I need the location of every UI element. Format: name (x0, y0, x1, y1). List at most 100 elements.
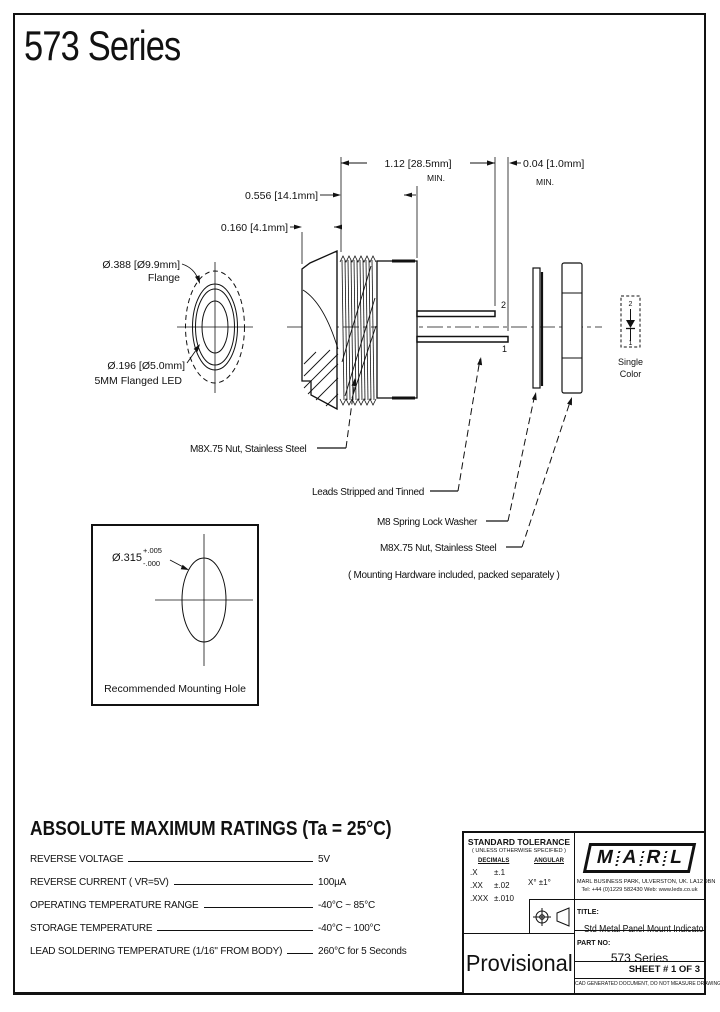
tolerance-row: .XXX ±.010 (464, 894, 574, 903)
pin-1-label: 1 (502, 344, 507, 354)
mounting-hole-caption: Recommended Mounting Hole (104, 683, 246, 695)
dim-lead-tip-qualifier: MIN. (536, 177, 554, 187)
spring-lock-washer (532, 267, 544, 389)
rating-value: 5V (318, 854, 330, 865)
schematic-label-line2: Color (620, 369, 642, 379)
rating-value: -40°C ~ 85°C (318, 900, 376, 911)
logo-separator (615, 850, 621, 866)
ratings-heading: ABSOLUTE MAXIMUM RATINGS (Ta = 25°C) (30, 818, 392, 840)
side-view (287, 249, 602, 411)
wiring-schematic (620, 295, 641, 348)
dim-body-length: 0.556 [14.1mm] (245, 190, 318, 202)
rating-value: -40°C ~ 100°C (318, 923, 381, 934)
tolerance-col-angular: ANGULAR (534, 858, 564, 864)
dim-flange-note: Flange (148, 272, 180, 284)
tolerance-col-decimals: DECIMALS (478, 858, 510, 864)
tolerance-heading: STANDARD TOLERANCE (467, 837, 571, 847)
title-block: STANDARD TOLERANCE ( UNLESS OTHERWISE SP… (462, 831, 720, 995)
rating-label: LEAD SOLDERING TEMPERATURE (1/16" FROM B… (30, 946, 283, 957)
rating-value: 100µA (318, 877, 347, 888)
callout-rear-nut: M8X.75 Nut, Stainless Steel (380, 543, 496, 554)
dim-led-diameter: Ø.196 [Ø5.0mm] (107, 360, 185, 372)
front-view (177, 262, 253, 393)
section-hatch (303, 349, 339, 407)
led-diode-symbol (626, 320, 635, 328)
callout-washer: M8 Spring Lock Washer (377, 517, 478, 528)
tolerance-angular-row: X° ±1° (528, 878, 551, 887)
dim-led-note: 5MM Flanged LED (94, 375, 182, 387)
lead-1 (416, 335, 509, 343)
rating-row: REVERSE VOLTAGE 5V (30, 854, 456, 877)
logo-letter: R (644, 847, 663, 868)
part-number: 573 Series (610, 951, 669, 965)
callout-front-nut: M8X.75 Nut, Stainless Steel (190, 444, 306, 455)
part-number-label: PART NO: (577, 940, 611, 947)
rating-label: REVERSE VOLTAGE (30, 854, 124, 865)
title-row: TITLE: Std Metal Panel Mount Indicator (575, 899, 706, 935)
tolerance-row: .X ±.1 (464, 868, 574, 877)
callout-leads: Leads Stripped and Tinned (312, 487, 424, 498)
tolerance-row: .XX ±.02 (464, 881, 574, 890)
leader-line (287, 953, 313, 954)
schematic-pin1: 1 (629, 340, 633, 347)
schematic-pin2: 2 (629, 301, 633, 308)
tolerance-decimal: .XX (470, 881, 483, 890)
projection-symbol-cell (529, 899, 574, 933)
logo-letter: L (668, 847, 685, 868)
rating-label: STORAGE TEMPERATURE (30, 923, 153, 934)
pin-2-label: 2 (501, 300, 506, 310)
tolerance-subheading: ( UNLESS OTHERWISE SPECIFIED ) (471, 848, 567, 854)
provisional-stamp: Provisional (464, 934, 575, 993)
dim-flange-diameter: Ø.388 [Ø9.9mm] (102, 259, 180, 271)
rating-label: OPERATING TEMPERATURE RANGE (30, 900, 199, 911)
dim-lead-length-qualifier: MIN. (427, 173, 445, 183)
tolerance-value: ±.1 (494, 868, 506, 877)
page-border (13, 13, 706, 995)
sheet-number: SHEET # 1 OF 3 (575, 961, 704, 978)
callout-leaders (317, 357, 572, 548)
mounting-hole-tol-minus: -.000 (143, 559, 160, 568)
tolerance-value: ±.010 (494, 894, 514, 903)
logo-separator (639, 850, 645, 866)
rating-row: OPERATING TEMPERATURE RANGE -40°C ~ 85°C (30, 900, 456, 923)
leader-line (203, 907, 313, 908)
dim-flange-thickness: 0.160 [4.1mm] (221, 222, 288, 234)
leader-line (128, 861, 313, 862)
rear-nut (561, 262, 583, 394)
dim-lead-tip: 0.04 [1.0mm] (523, 158, 584, 170)
logo-letter: M (594, 847, 616, 868)
dimension-annotations (290, 157, 521, 331)
mounting-hole-tol-plus: +.005 (143, 546, 162, 555)
rating-label: REVERSE CURRENT ( VR=5V) (30, 877, 169, 888)
tolerance-value: ±.02 (494, 881, 510, 890)
page-title: 573 Series (24, 22, 181, 69)
lead-2 (416, 310, 496, 318)
rating-row: STORAGE TEMPERATURE -40°C ~ 100°C (30, 923, 456, 946)
third-angle-projection-icon (533, 906, 570, 927)
logo-separator (662, 850, 668, 866)
part-number-row: PART NO: 573 Series (575, 930, 704, 965)
tolerance-table: STANDARD TOLERANCE ( UNLESS OTHERWISE SP… (464, 833, 575, 934)
ratings-section: ABSOLUTE MAXIMUM RATINGS (Ta = 25°C) REV… (30, 818, 456, 969)
schematic-label-line1: Single (618, 357, 643, 367)
logo-letter: A (620, 847, 639, 868)
marl-logo: M A R L (582, 843, 697, 873)
leader-line (173, 884, 313, 885)
callout-hardware-note: ( Mounting Hardware included, packed sep… (348, 570, 560, 581)
rating-row: REVERSE CURRENT ( VR=5V) 100µA (30, 877, 456, 900)
thread-section (339, 255, 377, 406)
leader-line (157, 930, 313, 931)
rating-row: LEAD SOLDERING TEMPERATURE (1/16" FROM B… (30, 946, 456, 969)
company-contact: Tel: +44 (0)1229 582430 Web: www.leds.co… (581, 886, 698, 893)
cad-note: CAD GENERATED DOCUMENT, DO NOT MEASURE D… (575, 978, 720, 990)
tolerance-decimal: .XXX (470, 894, 489, 903)
mounting-hole-box (91, 524, 259, 706)
tolerance-decimal: .X (470, 868, 478, 877)
drawing-title: Std Metal Panel Mount Indicator (583, 924, 707, 935)
company-address: MARL BUSINESS PARK, ULVERSTON, UK. LA12 … (576, 879, 716, 885)
provisional-label: Provisional (465, 950, 573, 976)
rating-value: 260°C for 5 Seconds (318, 946, 407, 957)
title-block-right: M A R L MARL BUSINESS PARK, ULVERSTON, U… (575, 833, 720, 993)
